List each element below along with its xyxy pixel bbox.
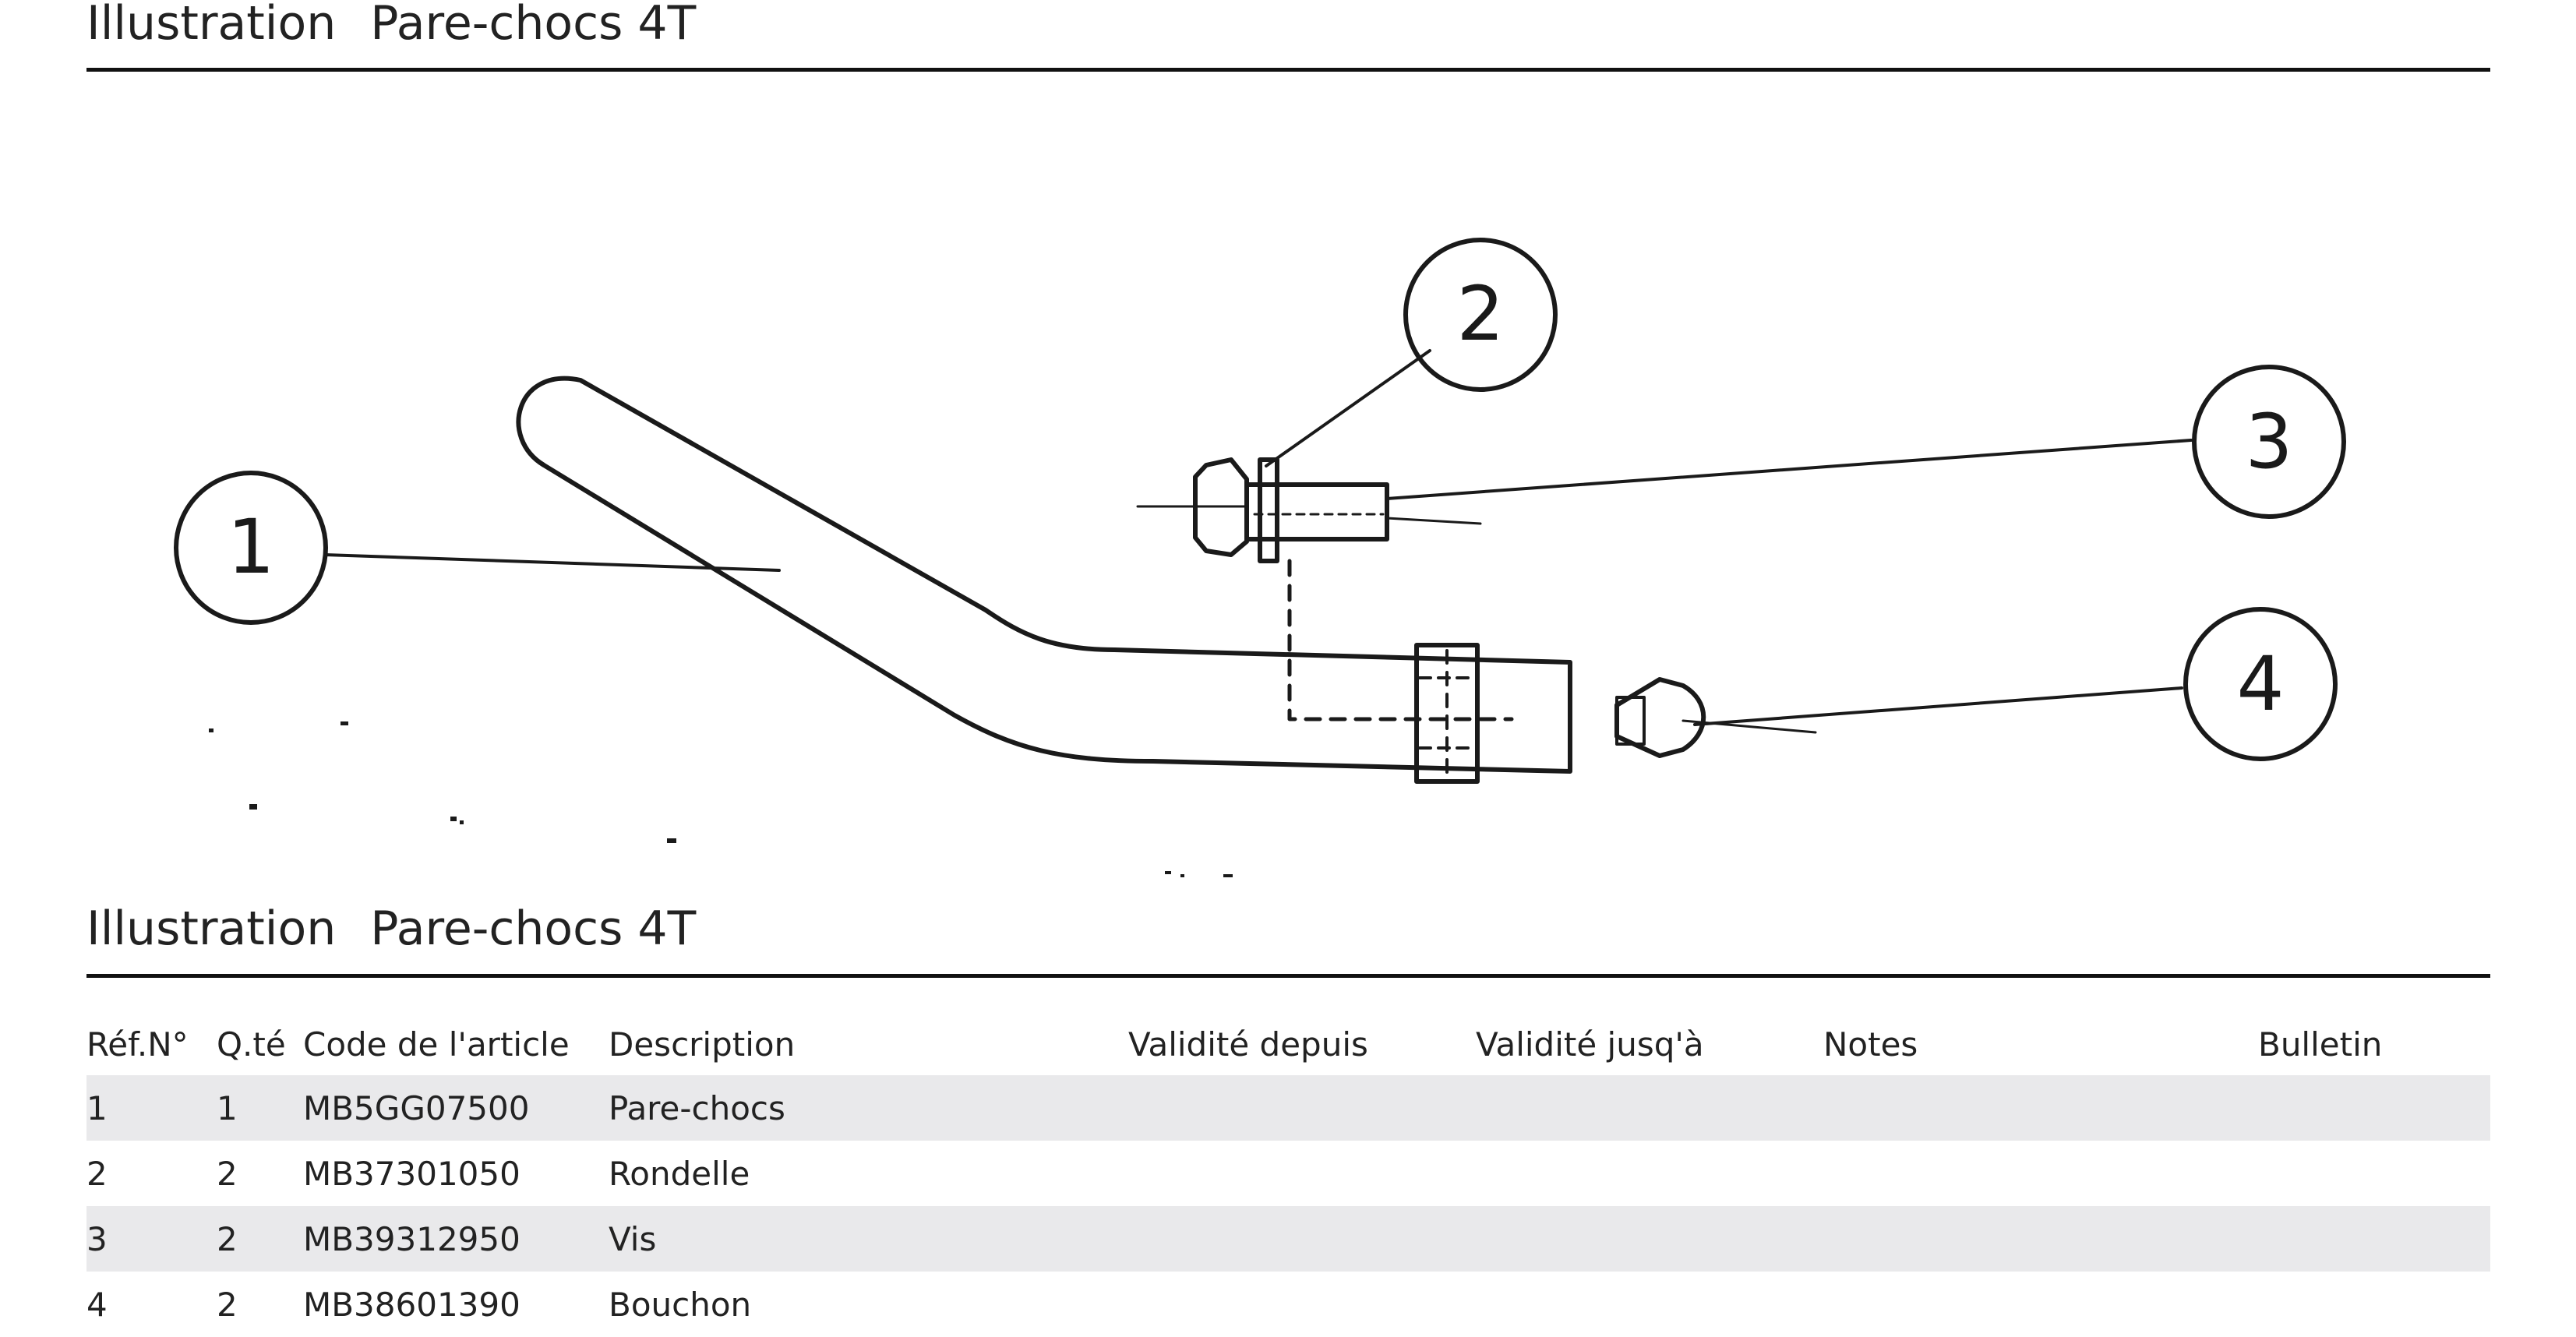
table-header-row: Réf.N° Q.té Code de l'article Descriptio… bbox=[86, 1013, 2490, 1075]
parts-table: Réf.N° Q.té Code de l'article Descriptio… bbox=[86, 1013, 2490, 1337]
cell-description: Bouchon bbox=[609, 1285, 752, 1324]
cell-code: MB37301050 bbox=[303, 1154, 520, 1193]
cell-valid-from bbox=[1128, 1075, 1476, 1141]
column-header-bulletin: Bulletin bbox=[2258, 1025, 2383, 1064]
section-title-prefix: Illustration bbox=[86, 901, 337, 956]
callout-2-label: 2 bbox=[1456, 270, 1504, 358]
page-title: Illustration Pare-chocs 4T bbox=[86, 0, 696, 70]
cell-notes bbox=[1823, 1075, 2258, 1141]
cell-notes bbox=[1823, 1141, 2258, 1206]
cell-qty: 2 bbox=[217, 1285, 238, 1324]
cell-notes bbox=[1823, 1272, 2258, 1337]
clamp-band bbox=[1414, 643, 1480, 784]
exploded-view-diagram: 1 2 3 4 bbox=[86, 179, 2490, 880]
callout-2-circle bbox=[1403, 238, 1558, 392]
cell-qty: 2 bbox=[217, 1154, 238, 1193]
column-header-valid-to: Validité jusq'à bbox=[1476, 1025, 1704, 1064]
section-title-name: Pare-chocs 4T bbox=[370, 901, 697, 956]
cell-code: MB5GG07500 bbox=[303, 1088, 530, 1127]
cell-code: MB39312950 bbox=[303, 1219, 520, 1258]
cell-valid-to bbox=[1476, 1075, 1823, 1141]
cell-qty: 1 bbox=[217, 1088, 238, 1127]
cell-description: Pare-chocs bbox=[609, 1088, 785, 1127]
table-row: 4 2 MB38601390 Bouchon bbox=[86, 1272, 2490, 1337]
washer-part bbox=[1258, 457, 1279, 563]
table-row: 3 2 MB39312950 Vis bbox=[86, 1206, 2490, 1272]
cell-description: Vis bbox=[609, 1219, 657, 1258]
callout-1-circle bbox=[174, 471, 328, 625]
cell-valid-to bbox=[1476, 1272, 1823, 1337]
cell-ref: 4 bbox=[86, 1285, 108, 1324]
cell-ref: 3 bbox=[86, 1219, 108, 1258]
cell-valid-to bbox=[1476, 1206, 1823, 1272]
column-header-notes: Notes bbox=[1823, 1025, 1918, 1064]
cell-notes bbox=[1823, 1206, 2258, 1272]
callout-3-label: 3 bbox=[2245, 398, 2292, 485]
column-header-valid-from: Validité depuis bbox=[1128, 1025, 1368, 1064]
bolt-part bbox=[1193, 457, 1249, 557]
cell-valid-to bbox=[1476, 1141, 1823, 1206]
cell-ref: 1 bbox=[86, 1088, 108, 1127]
callout-4-circle bbox=[2183, 607, 2338, 761]
cell-valid-from bbox=[1128, 1141, 1476, 1206]
cell-code: MB38601390 bbox=[303, 1285, 520, 1324]
column-header-description: Description bbox=[609, 1025, 796, 1064]
page-title-prefix: Illustration bbox=[86, 0, 337, 51]
cell-bulletin bbox=[2258, 1206, 2490, 1272]
cap-part bbox=[1614, 677, 1706, 758]
diagram-svg: 1 2 3 4 bbox=[174, 238, 2346, 877]
cell-bulletin bbox=[2258, 1075, 2490, 1141]
cell-valid-from bbox=[1128, 1206, 1476, 1272]
page-title-name: Pare-chocs 4T bbox=[370, 0, 697, 51]
cell-qty: 2 bbox=[217, 1219, 238, 1258]
column-header-qty: Q.té bbox=[217, 1025, 286, 1064]
column-header-ref: Réf.N° bbox=[86, 1025, 189, 1064]
cell-ref: 2 bbox=[86, 1154, 108, 1193]
cell-valid-from bbox=[1128, 1272, 1476, 1337]
callout-3-circle bbox=[2192, 365, 2346, 519]
column-header-code: Code de l'article bbox=[303, 1025, 570, 1064]
header-divider bbox=[86, 68, 2490, 72]
callout-1-label: 1 bbox=[227, 503, 274, 591]
cell-bulletin bbox=[2258, 1141, 2490, 1206]
table-row: 1 1 MB5GG07500 Pare-chocs bbox=[86, 1075, 2490, 1141]
bumper-part bbox=[516, 376, 1572, 774]
callout-4-label: 4 bbox=[2236, 640, 2284, 728]
table-row: 2 2 MB37301050 Rondelle bbox=[86, 1141, 2490, 1206]
section-divider bbox=[86, 974, 2490, 978]
cell-description: Rondelle bbox=[609, 1154, 750, 1193]
cell-bulletin bbox=[2258, 1272, 2490, 1337]
